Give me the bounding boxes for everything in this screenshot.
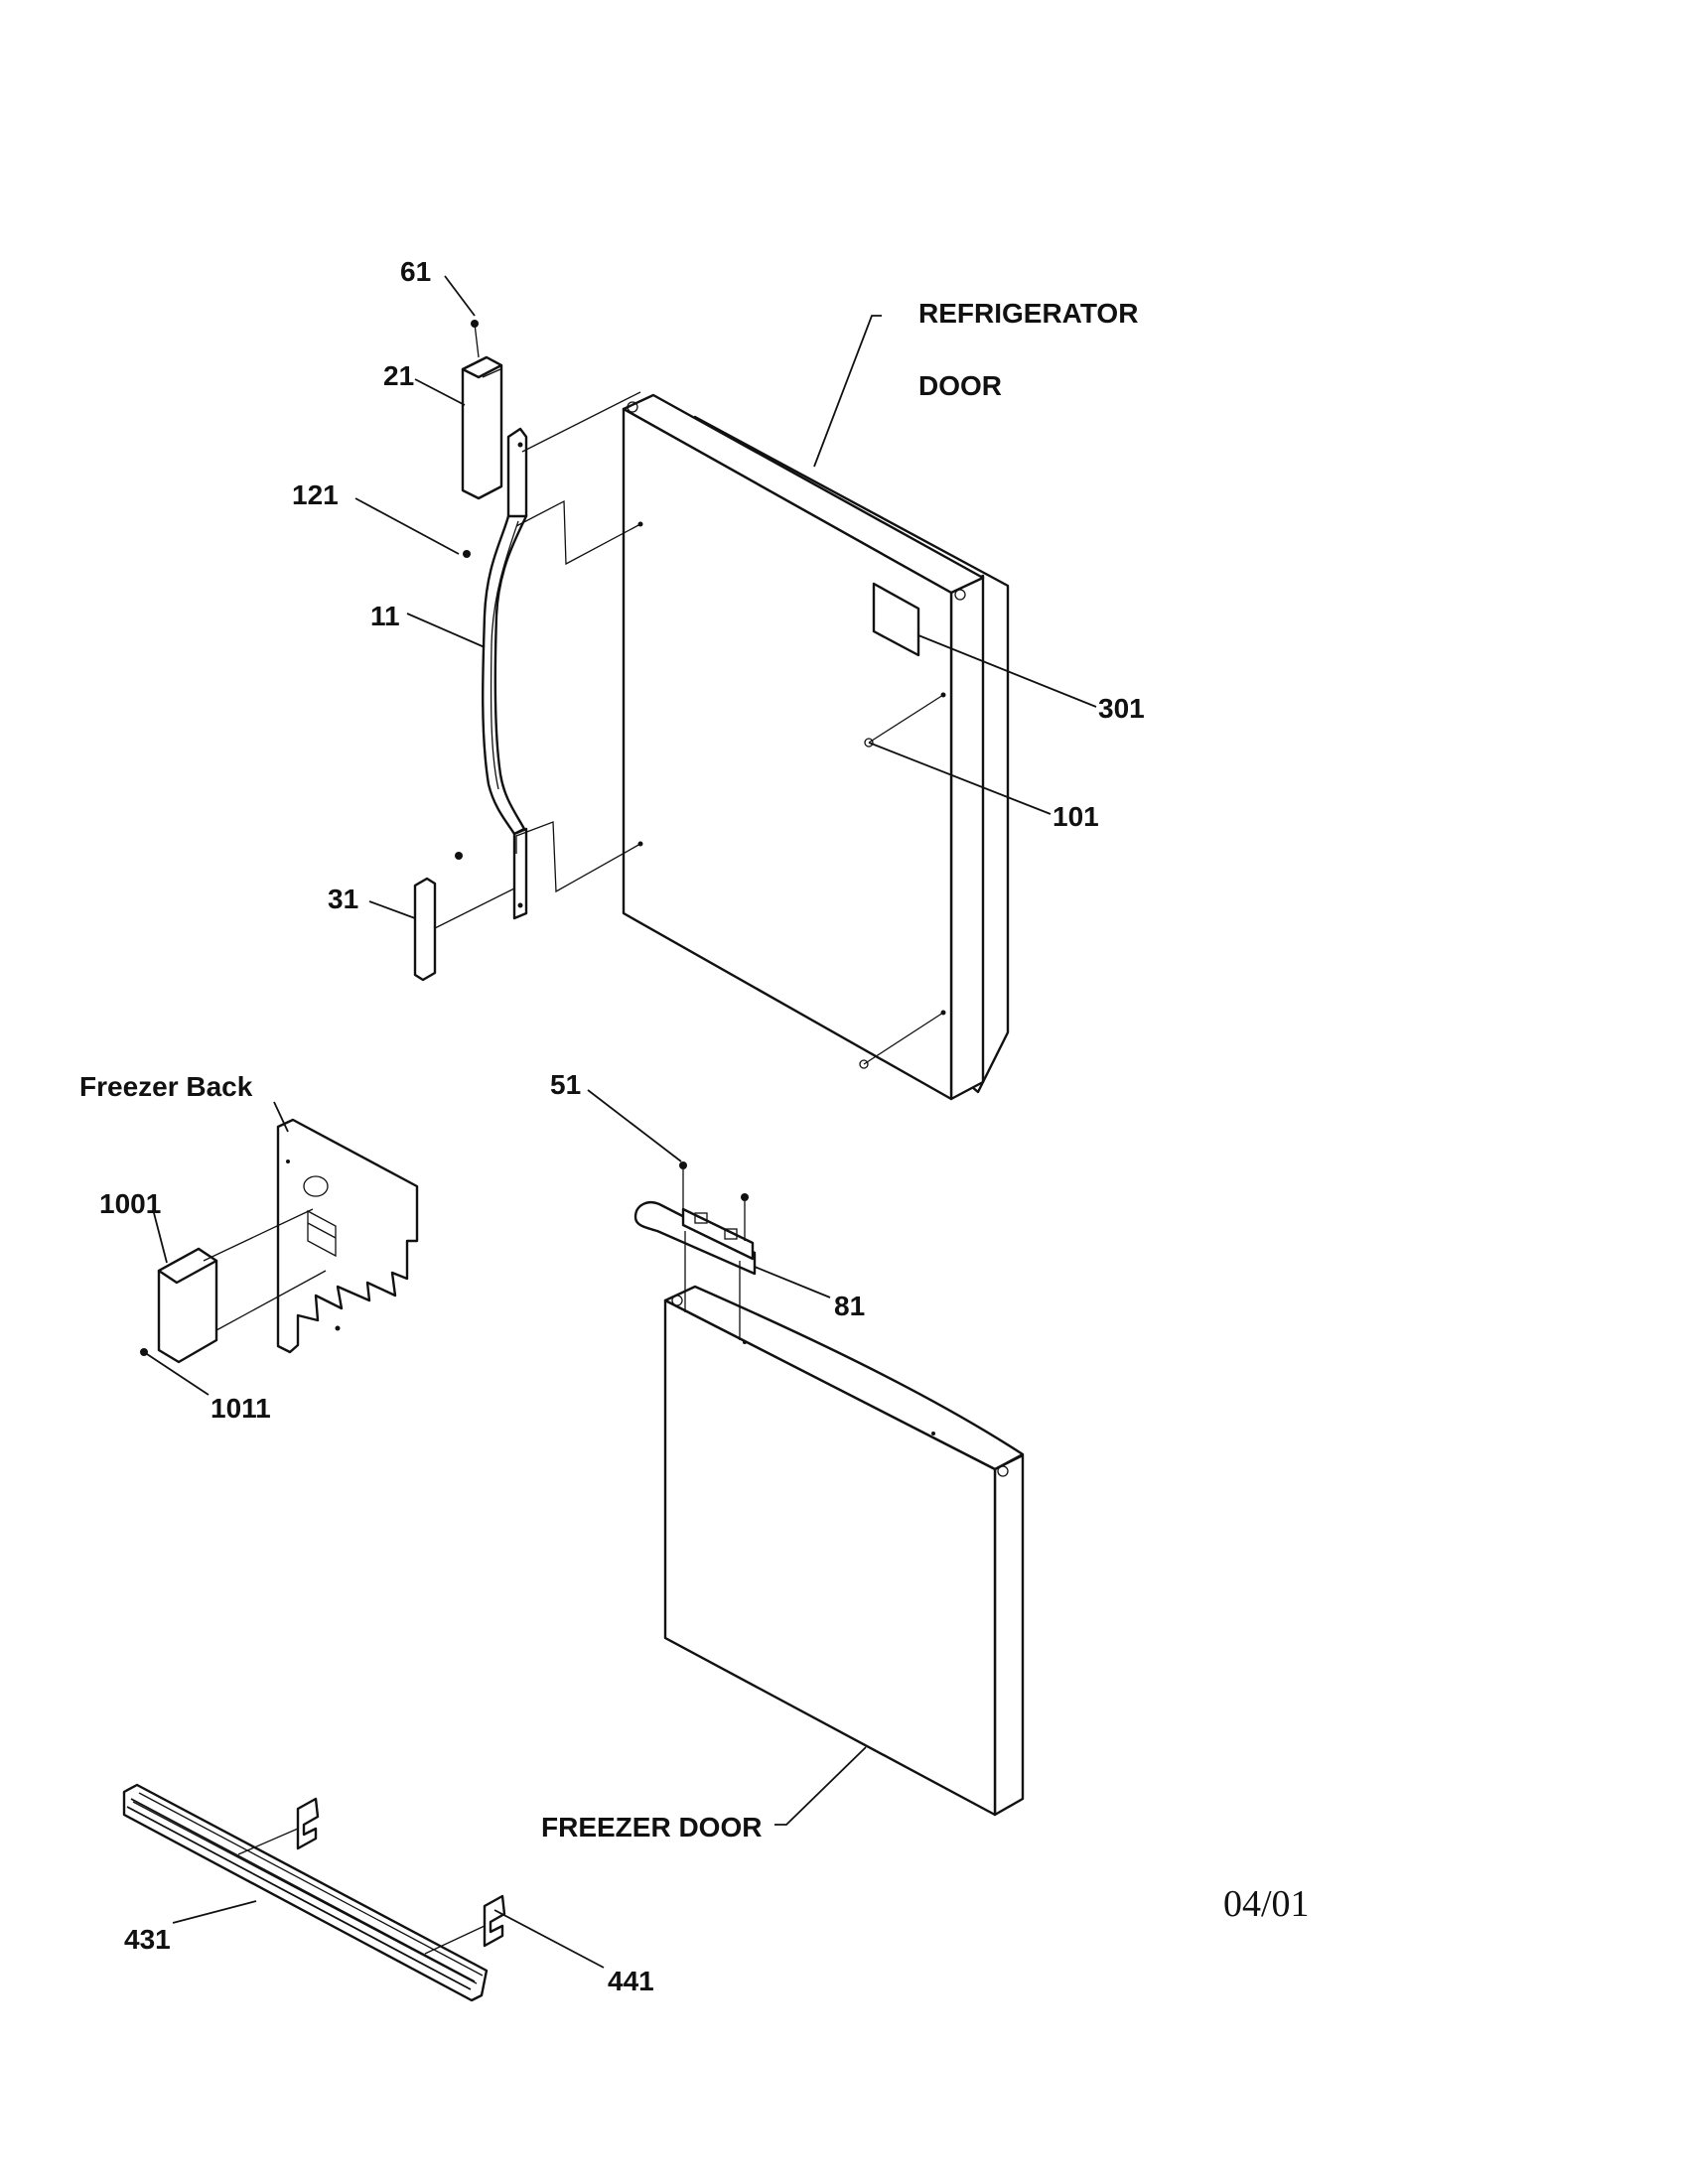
label-1001: 1001 xyxy=(99,1188,161,1219)
grille-clips-441 xyxy=(237,1797,506,1955)
label-431: 431 xyxy=(124,1924,171,1955)
upper-trim-cap xyxy=(461,355,503,500)
lower-trim-cap xyxy=(413,877,437,982)
refrigerator-door xyxy=(622,393,1010,1101)
label-freezer-door: FREEZER DOOR xyxy=(541,1812,762,1843)
label-freezer-back: Freezer Back xyxy=(79,1071,253,1102)
freezer-back-panel xyxy=(276,1118,419,1354)
refrigerator-handle xyxy=(482,427,528,920)
label-refrigerator-door-1: REFRIGERATOR xyxy=(918,298,1138,329)
label-301: 301 xyxy=(1098,693,1145,724)
label-101: 101 xyxy=(1052,801,1099,832)
label-81: 81 xyxy=(834,1291,865,1321)
leader-lines xyxy=(146,275,1097,1969)
label-11: 11 xyxy=(370,601,400,631)
label-121: 121 xyxy=(292,479,339,510)
grille-431 xyxy=(122,1783,489,2002)
label-31: 31 xyxy=(328,884,358,914)
label-441: 441 xyxy=(608,1966,654,1996)
label-refrigerator-door-2: DOOR xyxy=(918,370,1002,401)
freezer-control-1001 xyxy=(157,1208,327,1364)
assembly-lines xyxy=(434,323,944,1065)
callout-labels: 61 21 121 11 31 REFRIGERATOR DOOR 301 10… xyxy=(79,256,1310,1996)
freezer-door xyxy=(663,1285,1025,1817)
label-21: 21 xyxy=(383,360,414,391)
date-code: 04/01 xyxy=(1223,1883,1310,1925)
label-51: 51 xyxy=(550,1069,581,1100)
label-61: 61 xyxy=(400,256,431,287)
label-1011: 1011 xyxy=(210,1393,271,1424)
freezer-handle-81 xyxy=(633,1169,757,1340)
